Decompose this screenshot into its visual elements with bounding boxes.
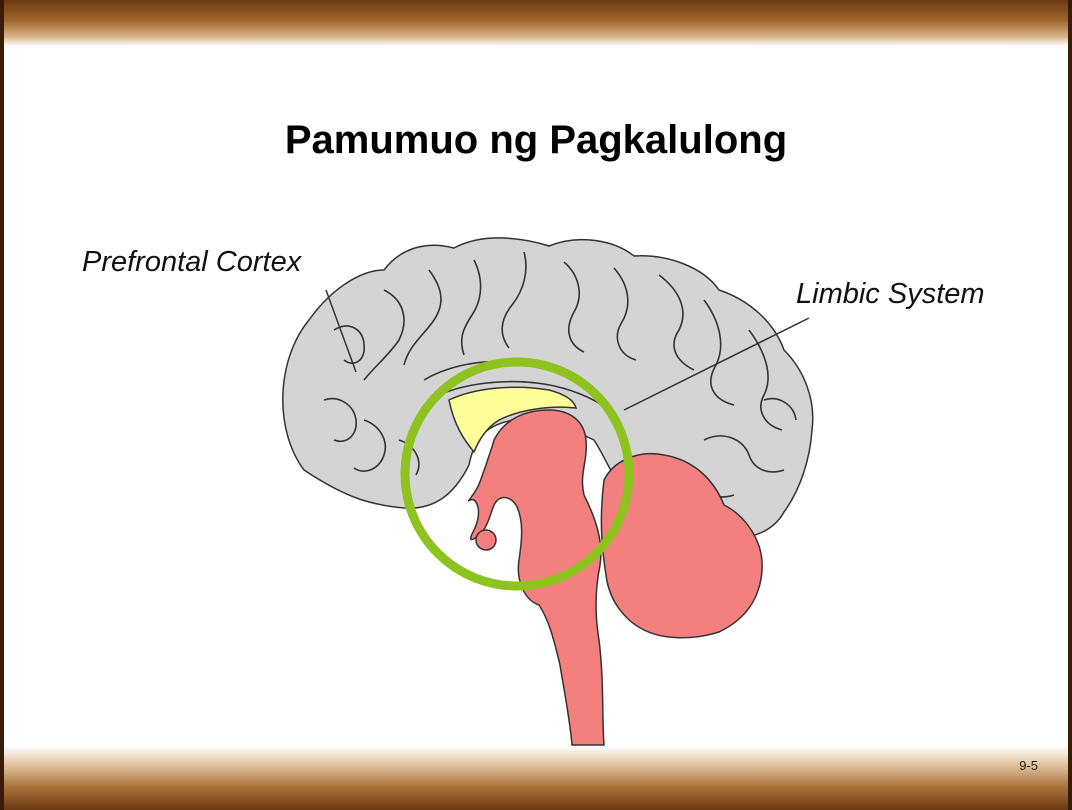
brain-diagram: [4, 0, 1072, 810]
limbic-system-label: Limbic System: [796, 278, 985, 311]
pituitary-gland: [476, 530, 496, 550]
prefrontal-cortex-label: Prefrontal Cortex: [82, 246, 301, 279]
bottom-decorative-band: [4, 746, 1068, 810]
page-number: 9-5: [1019, 758, 1038, 773]
brainstem: [469, 410, 604, 745]
